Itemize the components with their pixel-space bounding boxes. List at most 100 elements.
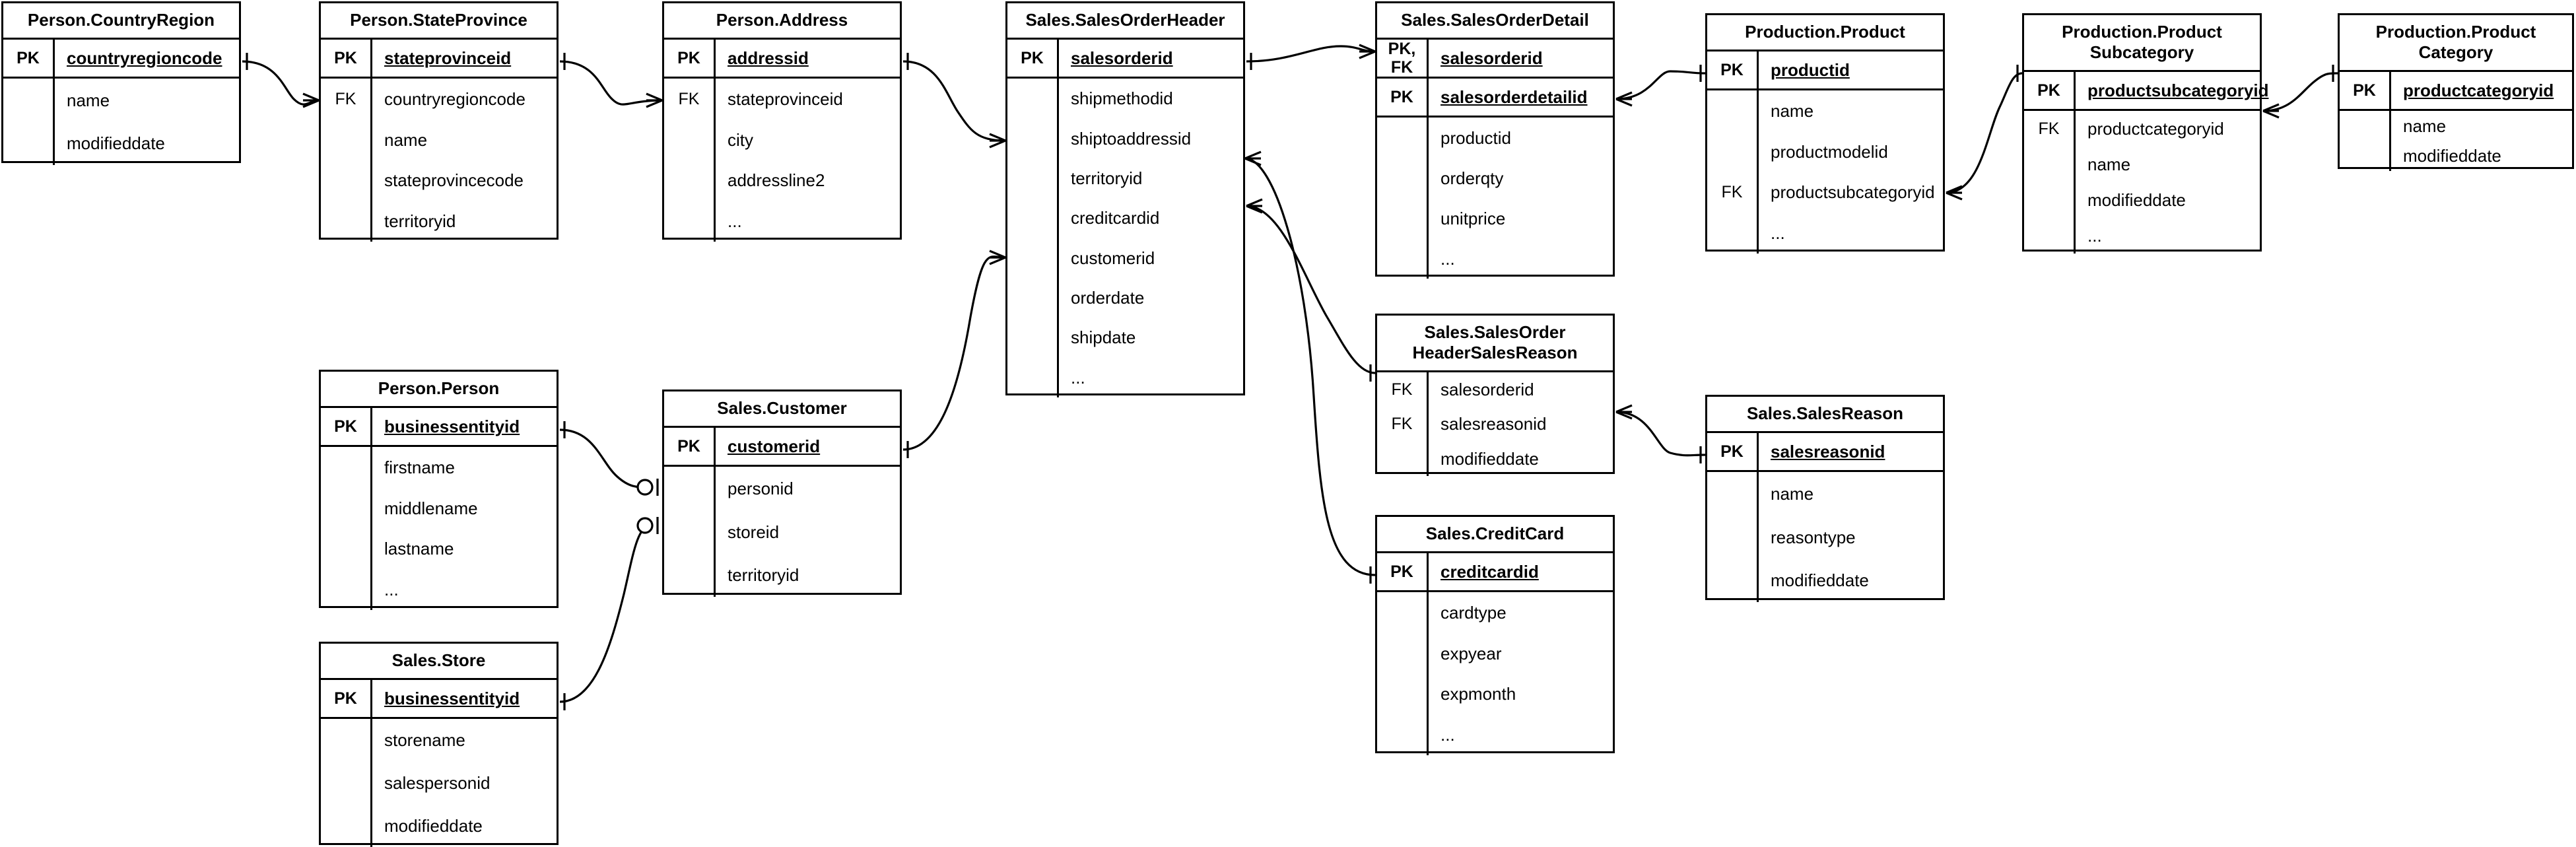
field-name: name <box>2403 116 2447 136</box>
field-name: name <box>67 90 110 110</box>
entity-field-row: name <box>2024 147 2260 182</box>
entity-field-row: FK countryregioncode <box>321 79 557 119</box>
entity-title: Sales.SalesOrderHeader <box>1007 3 1243 40</box>
key-label <box>664 160 716 201</box>
entity-field-row: stateprovincecode <box>321 160 557 201</box>
key-label <box>1707 515 1759 559</box>
entity-field-row: expyear <box>1377 632 1613 674</box>
key-label: FK <box>664 79 716 119</box>
key-label <box>2340 111 2391 141</box>
entity-field-row: expmonth <box>1377 673 1613 715</box>
field-name: name <box>384 129 428 150</box>
field-name: storename <box>384 730 465 751</box>
key-label <box>1377 592 1429 633</box>
key-label: PK <box>1377 553 1429 590</box>
key-label <box>1007 277 1059 318</box>
field-name: modifieddate <box>1441 448 1539 469</box>
field-name: lastname <box>384 539 454 559</box>
field-name: countryregioncode <box>384 88 525 109</box>
field-name: countryregioncode <box>67 48 222 68</box>
entity-title: Person.CountryRegion <box>3 3 239 40</box>
edge-store-customer <box>559 517 659 710</box>
field-name: modifieddate <box>2087 190 2186 210</box>
key-label: FK <box>2024 111 2076 147</box>
field-name: productid <box>1441 127 1511 148</box>
field-name: salesorderid <box>1441 380 1534 400</box>
entity-field-row: modifieddate <box>1707 559 1943 603</box>
field-name: customerid <box>728 436 821 456</box>
entity-title: Sales.SalesOrderDetail <box>1377 3 1613 40</box>
entity-field-row: reasontype <box>1707 515 1943 559</box>
field-name: cardtype <box>1441 602 1507 623</box>
key-label <box>1377 714 1429 755</box>
key-label <box>664 467 716 510</box>
entity-field-row: lastname <box>321 528 557 570</box>
entity-field-row: territoryid <box>1007 158 1243 199</box>
key-label: FK <box>1377 407 1429 442</box>
field-name: stateprovinceid <box>728 88 843 109</box>
field-name: addressline2 <box>728 170 825 191</box>
edge-salesorderheader-salesorderheadersalesreason <box>1246 198 1376 382</box>
field-name: expyear <box>1441 643 1502 663</box>
edge-product-productsubcategory <box>1946 65 2023 201</box>
edge-salesorderheader-salesorderdetail <box>1246 44 1376 70</box>
field-name: reasontype <box>1771 527 1856 547</box>
key-label: PK <box>321 408 372 445</box>
field-name: salesreasonid <box>1771 442 1885 461</box>
key-label: FK <box>321 79 372 119</box>
field-name: personid <box>728 478 794 498</box>
key-label <box>321 487 372 529</box>
entity-field-row: name <box>1707 472 1943 516</box>
entity-field-row: FK stateprovinceid <box>664 79 900 119</box>
key-label <box>1377 158 1429 198</box>
entity-title: Sales.CreditCard <box>1377 517 1613 553</box>
key-label: PK <box>321 40 372 77</box>
key-label: PK <box>664 428 716 465</box>
entity-field-row: middlename <box>321 487 557 529</box>
field-name: creditcardid <box>1071 208 1160 228</box>
field-name: productsubcategoryid <box>2087 81 2269 100</box>
key-label <box>1377 673 1429 715</box>
entity-field-row: addressline2 <box>664 160 900 201</box>
edge-customer-salesorderheader <box>902 250 1006 458</box>
field-name: productcategoryid <box>2403 81 2554 100</box>
key-label: FK <box>1707 172 1759 213</box>
field-name: ... <box>728 211 742 232</box>
key-label <box>1707 213 1759 254</box>
key-label: PK, FK <box>1377 40 1429 77</box>
key-label <box>321 447 372 488</box>
key-label <box>664 510 716 554</box>
entity-field-row: cardtype <box>1377 592 1613 633</box>
entity-field-group: FK countryregioncode name stateprovincecode… <box>321 79 557 242</box>
field-name: ... <box>1441 725 1455 745</box>
key-label: PK <box>664 40 716 77</box>
field-name: stateprovincecode <box>384 170 524 191</box>
key-label <box>3 121 55 165</box>
field-name: modifieddate <box>67 133 165 154</box>
key-label: PK <box>3 40 55 77</box>
